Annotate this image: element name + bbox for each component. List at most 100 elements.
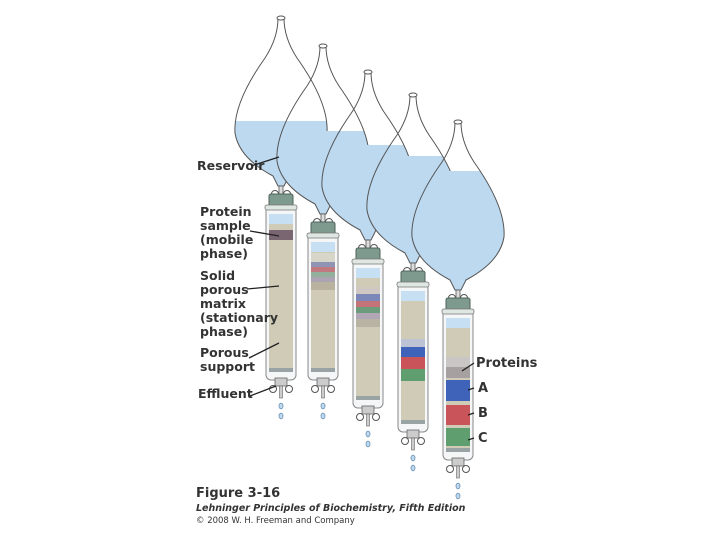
flask-top — [276, 15, 286, 21]
protein-band — [401, 347, 425, 357]
label-protein-sample: Protein sample (mobile phase) — [200, 204, 258, 261]
outlet-knob — [446, 465, 454, 473]
outlet-knob — [327, 385, 335, 393]
effluent-drop — [455, 482, 461, 490]
protein-band — [356, 307, 380, 313]
column-rim — [264, 204, 298, 211]
effluent-drop — [320, 412, 326, 420]
book-title: Lehninger Principles of Biochemistry, Fi… — [196, 503, 466, 514]
column-rim — [351, 258, 385, 265]
effluent-drop — [278, 402, 284, 410]
porous-support — [356, 396, 380, 400]
protein-band — [401, 339, 425, 347]
outlet-knob — [311, 385, 319, 393]
flask-top — [363, 69, 373, 75]
protein-band — [446, 367, 470, 378]
label-band-a: A — [478, 381, 488, 396]
outlet-knob — [372, 413, 380, 421]
leader-support — [248, 342, 280, 359]
leader-effluent — [249, 385, 277, 397]
label-matrix: Solid porous matrix (stationary phase) — [200, 268, 282, 339]
mobile-phase-liquid — [446, 318, 470, 328]
outlet-joint — [361, 405, 375, 415]
protein-band — [401, 369, 425, 381]
leader-reservoir — [250, 156, 280, 167]
column-rim — [396, 281, 430, 288]
flask-top — [408, 92, 418, 98]
reservoir-flask — [276, 45, 370, 215]
outlet-knob — [285, 385, 293, 393]
protein-band — [356, 301, 380, 307]
column-rim — [441, 308, 475, 315]
outlet-tip — [411, 437, 415, 451]
protein-sample-band — [269, 230, 293, 240]
protein-band — [356, 287, 380, 294]
protein-band — [311, 272, 335, 277]
leader-proteins — [461, 362, 475, 372]
effluent-drop — [410, 454, 416, 462]
flask-top — [453, 119, 463, 125]
leader-sample — [249, 230, 280, 237]
label-band-b: B — [478, 406, 488, 421]
label-porous-support: Porous support — [200, 345, 255, 374]
reservoir-flask — [366, 94, 460, 264]
mobile-phase-liquid — [311, 242, 335, 252]
outlet-joint — [316, 377, 330, 387]
leader-band-a — [467, 387, 475, 391]
outlet-tip — [366, 413, 370, 427]
protein-band — [311, 253, 335, 262]
label-band-c: C — [478, 431, 488, 446]
mobile-phase-liquid — [401, 291, 425, 301]
protein-band — [311, 262, 335, 267]
porous-support — [401, 420, 425, 424]
effluent-drop — [410, 464, 416, 472]
outlet-joint — [451, 457, 465, 467]
mobile-phase-liquid — [356, 268, 380, 278]
protein-band — [356, 319, 380, 327]
outlet-knob — [462, 465, 470, 473]
protein-band — [446, 380, 470, 401]
reservoir-flask — [321, 71, 415, 241]
copyright: © 2008 W. H. Freeman and Company — [196, 516, 355, 526]
protein-band — [356, 313, 380, 319]
outlet-tip — [279, 385, 283, 399]
leader-matrix — [246, 285, 280, 290]
reservoir-flask — [411, 121, 505, 291]
protein-band — [356, 294, 380, 301]
label-reservoir: Reservoir — [197, 158, 265, 173]
mobile-phase-liquid — [269, 214, 293, 224]
effluent-drop — [455, 492, 461, 500]
outlet-joint — [274, 377, 288, 387]
porous-support — [446, 448, 470, 452]
porous-support — [269, 368, 293, 372]
protein-band — [311, 267, 335, 272]
figure-caption: Figure 3-16 — [196, 486, 281, 501]
protein-band — [446, 428, 470, 446]
flask-top — [318, 43, 328, 49]
outlet-tip — [456, 465, 460, 479]
protein-band — [311, 277, 335, 282]
effluent-drop — [320, 402, 326, 410]
outlet-tip — [321, 385, 325, 399]
protein-band — [401, 357, 425, 369]
outlet-joint — [406, 429, 420, 439]
protein-band — [446, 405, 470, 425]
leader-band-b — [467, 412, 475, 416]
outlet-knob — [401, 437, 409, 445]
leader-lines — [246, 156, 475, 441]
label-proteins: Proteins — [476, 356, 538, 371]
effluent-drop — [365, 430, 371, 438]
outlet-knob — [356, 413, 364, 421]
leader-band-c — [467, 437, 475, 441]
effluent-drop — [365, 440, 371, 448]
protein-band — [446, 357, 470, 367]
porous-support — [311, 368, 335, 372]
protein-band — [311, 282, 335, 290]
stationary-matrix — [269, 224, 293, 368]
label-effluent: Effluent — [198, 386, 253, 401]
outlet-knob — [417, 437, 425, 445]
reservoir-flask — [234, 17, 328, 187]
effluent-drop — [278, 412, 284, 420]
column-rim — [306, 232, 340, 239]
